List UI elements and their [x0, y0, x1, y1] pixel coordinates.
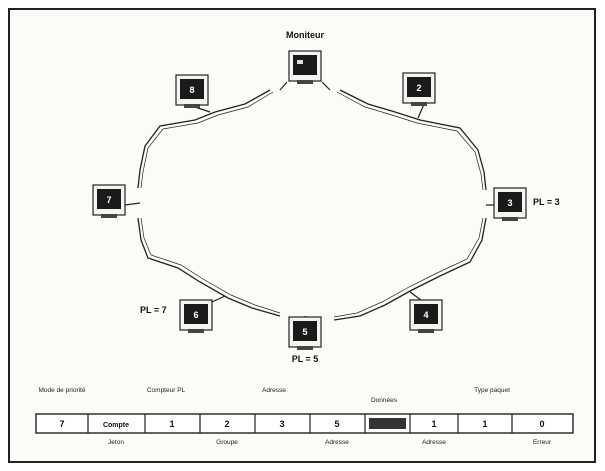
- caption-packet-type: Type paquet: [474, 387, 510, 394]
- station-number: 7: [106, 195, 111, 205]
- caption-data: Données: [371, 397, 398, 404]
- frame-cell: 2: [224, 419, 229, 429]
- frame-cell: Compte: [103, 422, 129, 429]
- station-number: 4: [423, 310, 428, 320]
- station-number: 6: [193, 310, 198, 320]
- frame-cell: 3: [279, 419, 284, 429]
- caption-address: Adresse: [262, 387, 286, 394]
- frame-bottom-captions: Jeton Groupe Adresse Adresse Erreur: [108, 439, 552, 446]
- caption-priority-mode: Mode de priorité: [39, 387, 86, 394]
- annotation-right: PL = 3: [533, 197, 560, 207]
- station-lower-left: 6: [179, 299, 213, 333]
- station-lower-right: 4: [409, 299, 443, 333]
- station-taps: [124, 81, 505, 322]
- frame-cell: 0: [539, 419, 544, 429]
- annotation-lower-left: PL = 7: [140, 305, 167, 315]
- station-number: 3: [507, 198, 512, 208]
- station-top: [288, 50, 322, 84]
- station-right: 3: [493, 187, 527, 221]
- annotation-bottom: PL = 5: [292, 354, 319, 364]
- frame-cell: 5: [334, 419, 339, 429]
- frame-cell: 1: [169, 419, 174, 429]
- ring-bus: [137, 89, 487, 321]
- caption-error: Erreur: [533, 439, 552, 446]
- station-upper-left: 8: [175, 74, 209, 108]
- caption-pl-counter: Compteur PL: [147, 387, 186, 394]
- frame-cells: 7 Compte 1 2 3 5 1 1 0: [35, 413, 574, 434]
- station-number: 2: [416, 83, 421, 93]
- station-upper-right: 2: [402, 72, 436, 106]
- caption-address-2: Adresse: [325, 439, 349, 446]
- caption-group: Groupe: [216, 439, 238, 446]
- data-field-fill: [369, 418, 406, 429]
- frame-cell: 1: [482, 419, 487, 429]
- station-number: 5: [302, 327, 307, 337]
- frame-top-captions: Mode de priorité Compteur PL Adresse Don…: [39, 387, 511, 404]
- caption-token: Jeton: [108, 439, 124, 446]
- frame-cell: 1: [431, 419, 436, 429]
- caption-address-3: Adresse: [422, 439, 446, 446]
- monitor-label: Moniteur: [286, 30, 324, 40]
- station-left: 7: [92, 184, 126, 218]
- frame-cell: 7: [59, 419, 64, 429]
- station-number: 8: [189, 85, 194, 95]
- station-bottom: 5: [288, 316, 322, 350]
